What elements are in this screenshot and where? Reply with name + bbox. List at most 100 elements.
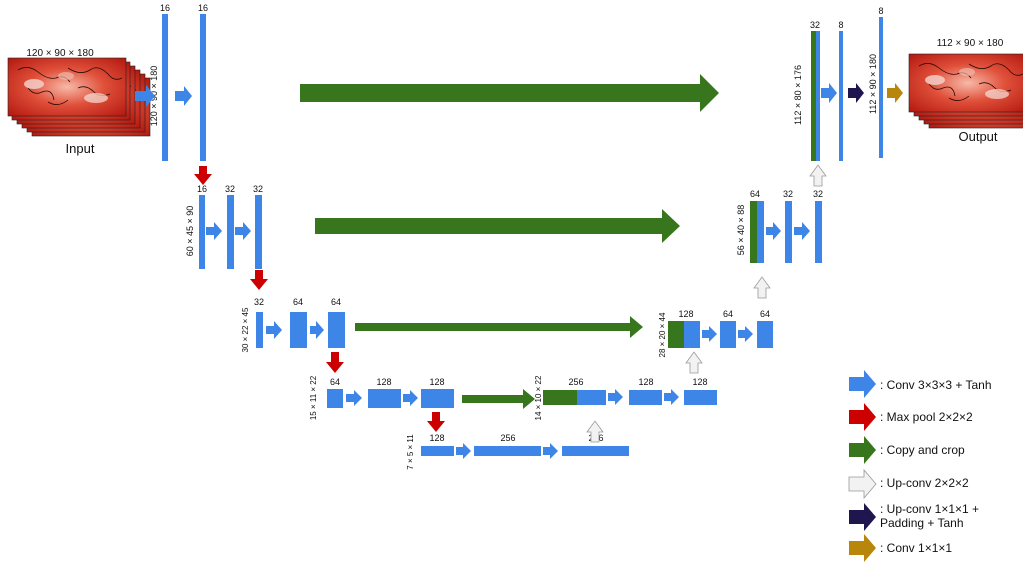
l2-c2: 32 bbox=[225, 184, 235, 194]
conv-arrow-icon bbox=[702, 326, 717, 342]
legend: : Conv 3×3×3 + Tanh : Max pool 2×2×2 : C… bbox=[848, 370, 992, 562]
final-dims: 112 × 90 × 180 bbox=[868, 54, 878, 114]
l1-c2: 16 bbox=[198, 3, 208, 13]
legend-copy-label: : Copy and crop bbox=[880, 443, 965, 457]
maxpool-arrow-icon bbox=[427, 412, 445, 432]
conv-arrow-icon bbox=[849, 370, 876, 398]
up4-copy-block bbox=[543, 390, 577, 405]
up1-block-1 bbox=[816, 31, 820, 161]
up1-block-2 bbox=[839, 31, 843, 161]
maxpool-arrow-icon bbox=[326, 352, 344, 373]
l2-dims: 60 × 45 × 90 bbox=[185, 206, 195, 257]
l4-block-3 bbox=[421, 389, 454, 408]
legend-maxpool-label: : Max pool 2×2×2 bbox=[880, 410, 973, 424]
up1-copy-block bbox=[811, 31, 816, 161]
l3-c2: 64 bbox=[293, 297, 303, 307]
up1-c1: 32 bbox=[810, 20, 820, 30]
copy-crop-arrows bbox=[300, 74, 719, 409]
output-image-stack bbox=[908, 53, 1023, 129]
input-dims-label: 120 × 90 × 180 bbox=[26, 48, 94, 59]
up2-block-1 bbox=[757, 201, 764, 263]
copy-crop-arrow-icon bbox=[462, 389, 535, 409]
l2-block-3 bbox=[255, 195, 262, 269]
up4-c1: 256 bbox=[568, 377, 583, 387]
l2-c3: 32 bbox=[253, 184, 263, 194]
up2-dims: 56 × 40 × 88 bbox=[736, 205, 746, 256]
final-block bbox=[879, 17, 883, 158]
up3-block-1 bbox=[684, 321, 700, 348]
final-c1: 8 bbox=[878, 6, 883, 16]
conv-arrow-icon bbox=[821, 83, 837, 103]
up4-c2: 128 bbox=[638, 377, 653, 387]
up3-c2: 64 bbox=[723, 309, 733, 319]
l4-block-1 bbox=[327, 389, 343, 408]
conv-arrow-icon bbox=[310, 321, 324, 339]
upconv1-arrow-icon bbox=[849, 503, 876, 531]
up4-block-3 bbox=[684, 390, 717, 405]
legend-conv1-label: : Conv 1×1×1 bbox=[880, 541, 952, 555]
upconv-arrow-icon bbox=[753, 276, 771, 299]
conv-arrow-icon bbox=[664, 389, 679, 405]
l3-block-1 bbox=[256, 312, 263, 348]
conv-arrow-icon bbox=[608, 389, 623, 405]
l5-c2: 256 bbox=[500, 433, 515, 443]
conv-arrow-icon bbox=[135, 85, 155, 107]
up4-block-2 bbox=[629, 390, 662, 405]
l5-dims: 7 × 5 × 11 bbox=[406, 434, 415, 470]
maxpool-arrow-icon bbox=[194, 166, 212, 185]
legend-upconv-label: : Up-conv 2×2×2 bbox=[880, 476, 969, 490]
l1-block-2 bbox=[200, 14, 206, 161]
l5-block-2 bbox=[474, 446, 541, 456]
copy-crop-arrow-icon bbox=[849, 436, 876, 464]
l5-block-3 bbox=[562, 446, 629, 456]
conv-arrow-icon bbox=[346, 390, 362, 406]
conv1-arrow-icon bbox=[887, 83, 903, 103]
l3-c1: 32 bbox=[254, 297, 264, 307]
up3-copy-block bbox=[668, 321, 684, 348]
l1-c1: 16 bbox=[160, 3, 170, 13]
l3-block-2 bbox=[290, 312, 307, 348]
upconv-arrow-icon bbox=[685, 351, 703, 374]
l5-block-1 bbox=[421, 446, 454, 456]
conv-arrow-icon bbox=[403, 390, 418, 406]
input-label: Input bbox=[66, 141, 95, 156]
copy-crop-arrow-icon bbox=[300, 74, 719, 112]
up2-block-3 bbox=[815, 201, 822, 263]
l2-block-1 bbox=[199, 195, 205, 269]
conv1-arrow-icon bbox=[849, 534, 876, 562]
up1-dims: 112 × 80 × 176 bbox=[793, 65, 803, 125]
up3-block-2 bbox=[720, 321, 736, 348]
up3-dims: 28 × 20 × 44 bbox=[658, 312, 667, 357]
l3-dims: 30 × 22 × 45 bbox=[241, 307, 250, 352]
conv-arrow-icon bbox=[456, 443, 471, 459]
upconv-arrow-icon bbox=[809, 164, 827, 187]
conv-arrow-icon bbox=[175, 86, 192, 106]
up4-dims: 14 × 10 × 22 bbox=[534, 375, 543, 420]
conv-arrow-icon bbox=[266, 321, 282, 339]
l5-c1: 128 bbox=[429, 433, 444, 443]
l4-dims: 15 × 11 × 22 bbox=[309, 375, 318, 420]
output-label: Output bbox=[958, 129, 997, 144]
l4-c2: 128 bbox=[376, 377, 391, 387]
l3-c3: 64 bbox=[331, 297, 341, 307]
upconv-arrow-icon bbox=[848, 468, 877, 500]
maxpool-arrows bbox=[194, 166, 445, 432]
up3-c1: 128 bbox=[678, 309, 693, 319]
l1-block-1 bbox=[162, 14, 168, 161]
upconv1-arrow-icon bbox=[848, 83, 864, 103]
l3-block-3 bbox=[328, 312, 345, 348]
l4-block-2 bbox=[368, 389, 401, 408]
up2-c3: 32 bbox=[813, 189, 823, 199]
l4-c3: 128 bbox=[429, 377, 444, 387]
maxpool-arrow-icon bbox=[849, 403, 876, 431]
legend-conv-label: : Conv 3×3×3 + Tanh bbox=[880, 378, 992, 392]
conv-arrow-icon bbox=[206, 222, 222, 240]
up3-block-3 bbox=[757, 321, 773, 348]
conv-arrow-icon bbox=[738, 326, 753, 342]
l2-c1: 16 bbox=[197, 184, 207, 194]
up2-c1: 64 bbox=[750, 189, 760, 199]
l4-c1: 64 bbox=[330, 377, 340, 387]
legend-upconv1-label: : Up-conv 1×1×1 + bbox=[880, 502, 979, 516]
input-image-stack bbox=[7, 57, 151, 137]
